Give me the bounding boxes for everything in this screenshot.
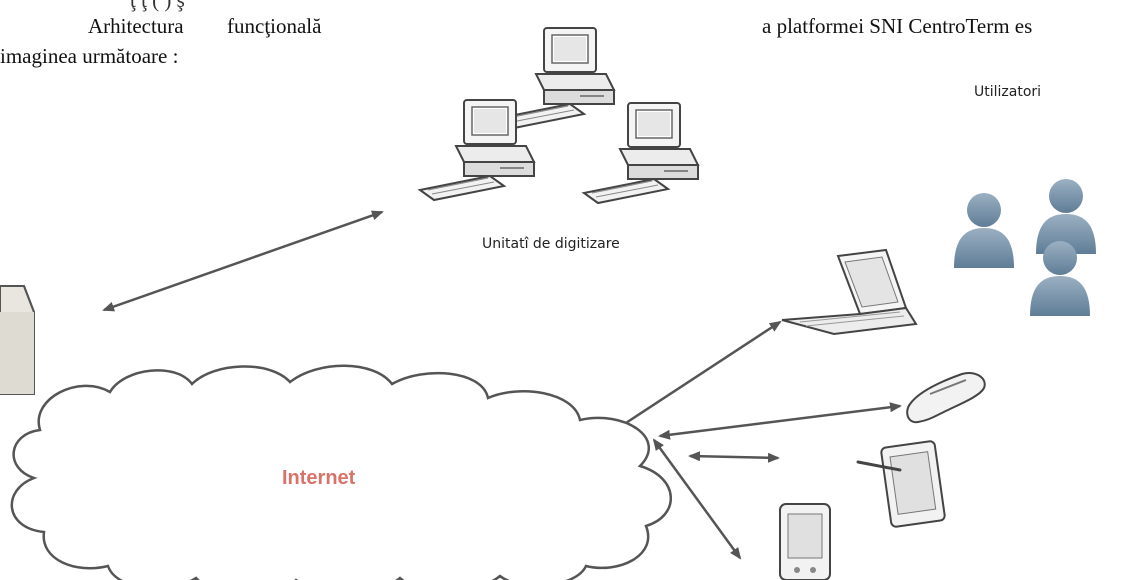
tablet-icon: [856, 440, 946, 528]
intro-text-line2: imaginea următoare :: [0, 44, 179, 68]
server-icon: [0, 285, 35, 395]
desktop-computer-icon: [583, 102, 699, 204]
intro-word-arhitectura: Arhitectura: [88, 14, 184, 38]
users-label: Utilizatori: [974, 84, 1042, 100]
mobile-phone-icon: [906, 372, 986, 424]
laptop-icon: [781, 248, 918, 336]
users-group-icon: [954, 179, 1096, 316]
connection-arrows: [102, 210, 902, 560]
intro-text-platform: a platformei SNI CentroTerm es: [762, 14, 1033, 38]
cloud-icon: Internet: [10, 364, 672, 580]
intro-word-functionala: funcţională: [227, 14, 322, 38]
desktop-computer-icon: [419, 99, 535, 201]
cloud-label: Internet: [282, 467, 356, 489]
pda-icon: [779, 503, 831, 580]
desktop-computer-icon: [499, 27, 615, 129]
top-cut-line: ţ ţ ( ) ş: [130, 0, 185, 12]
digitizers-label: Unitatî de digitizare: [482, 236, 620, 252]
